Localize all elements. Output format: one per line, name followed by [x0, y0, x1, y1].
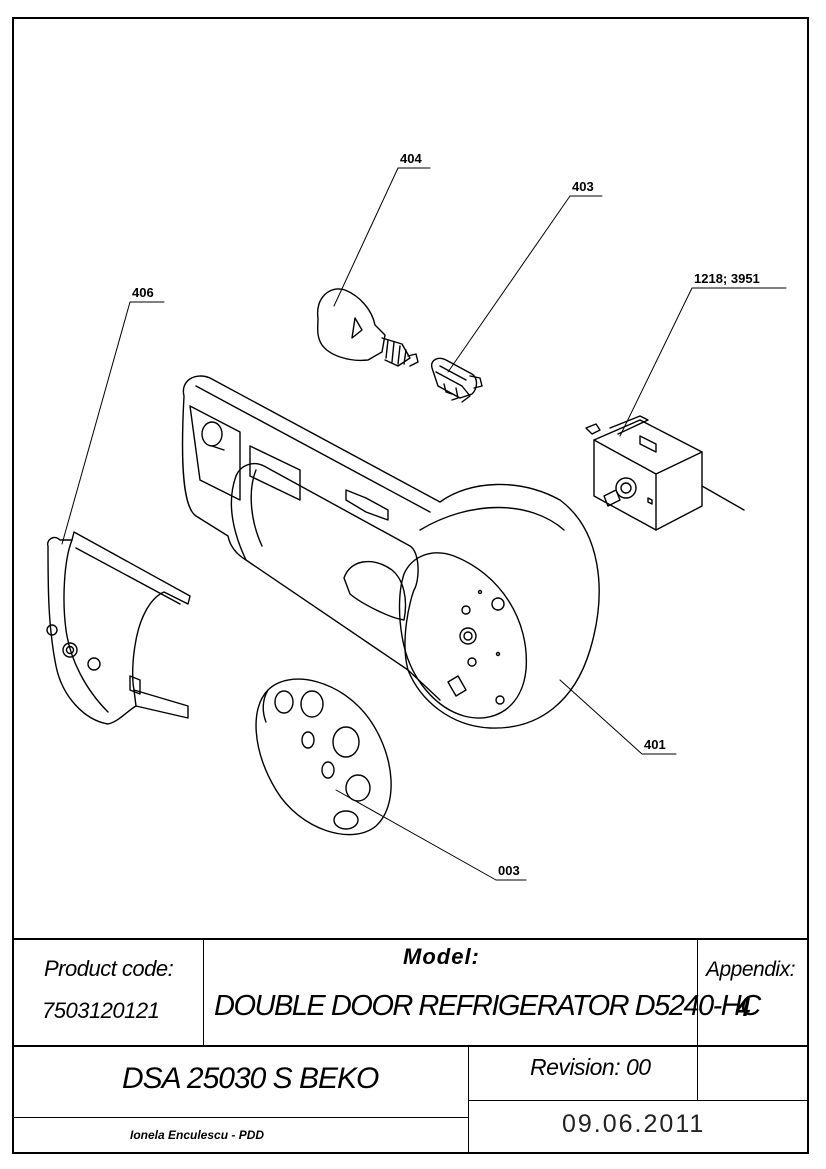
- callout-1218-3951: 1218; 3951: [694, 271, 760, 286]
- revision-right-divider: [697, 1045, 698, 1101]
- bracket-part: [46, 531, 191, 725]
- revision-divider: [468, 1045, 469, 1154]
- lamp-bulb-part: [316, 288, 419, 367]
- appendix-value: 4: [736, 992, 751, 1022]
- diffuser-disc-part: [255, 678, 392, 836]
- leader-lines: [61, 167, 787, 881]
- author-name: Ionela Enculescu - PDD: [130, 1128, 265, 1142]
- title-block-mid-rule: [12, 1045, 809, 1047]
- issue-date: 09.06.2011: [562, 1110, 706, 1138]
- document-code: DSA 25030 S BEKO: [122, 1062, 379, 1095]
- callout-404: 404: [400, 151, 422, 166]
- sheet-border: [12, 17, 809, 1154]
- product-code-value: 7503120121: [42, 998, 160, 1023]
- callout-403: 403: [572, 179, 594, 194]
- product-code-label: Product code:: [44, 956, 174, 981]
- model-value: DOUBLE DOOR REFRIGERATOR D5240-HC: [214, 990, 761, 1022]
- author-rule: [12, 1117, 468, 1118]
- callout-003: 003: [498, 863, 520, 878]
- product-code-divider: [203, 938, 204, 1046]
- title-block-top-rule: [12, 938, 809, 940]
- appendix-divider: [697, 938, 698, 1046]
- lamp-housing-part: [181, 375, 600, 729]
- revision-rule: [468, 1100, 809, 1101]
- callout-401: 401: [644, 737, 666, 752]
- model-label: Model:: [403, 944, 480, 969]
- callout-406: 406: [132, 285, 154, 300]
- revision-number: Revision: 00: [530, 1054, 651, 1080]
- appendix-label: Appendix:: [706, 958, 795, 981]
- lamp-socket-part: [431, 357, 483, 403]
